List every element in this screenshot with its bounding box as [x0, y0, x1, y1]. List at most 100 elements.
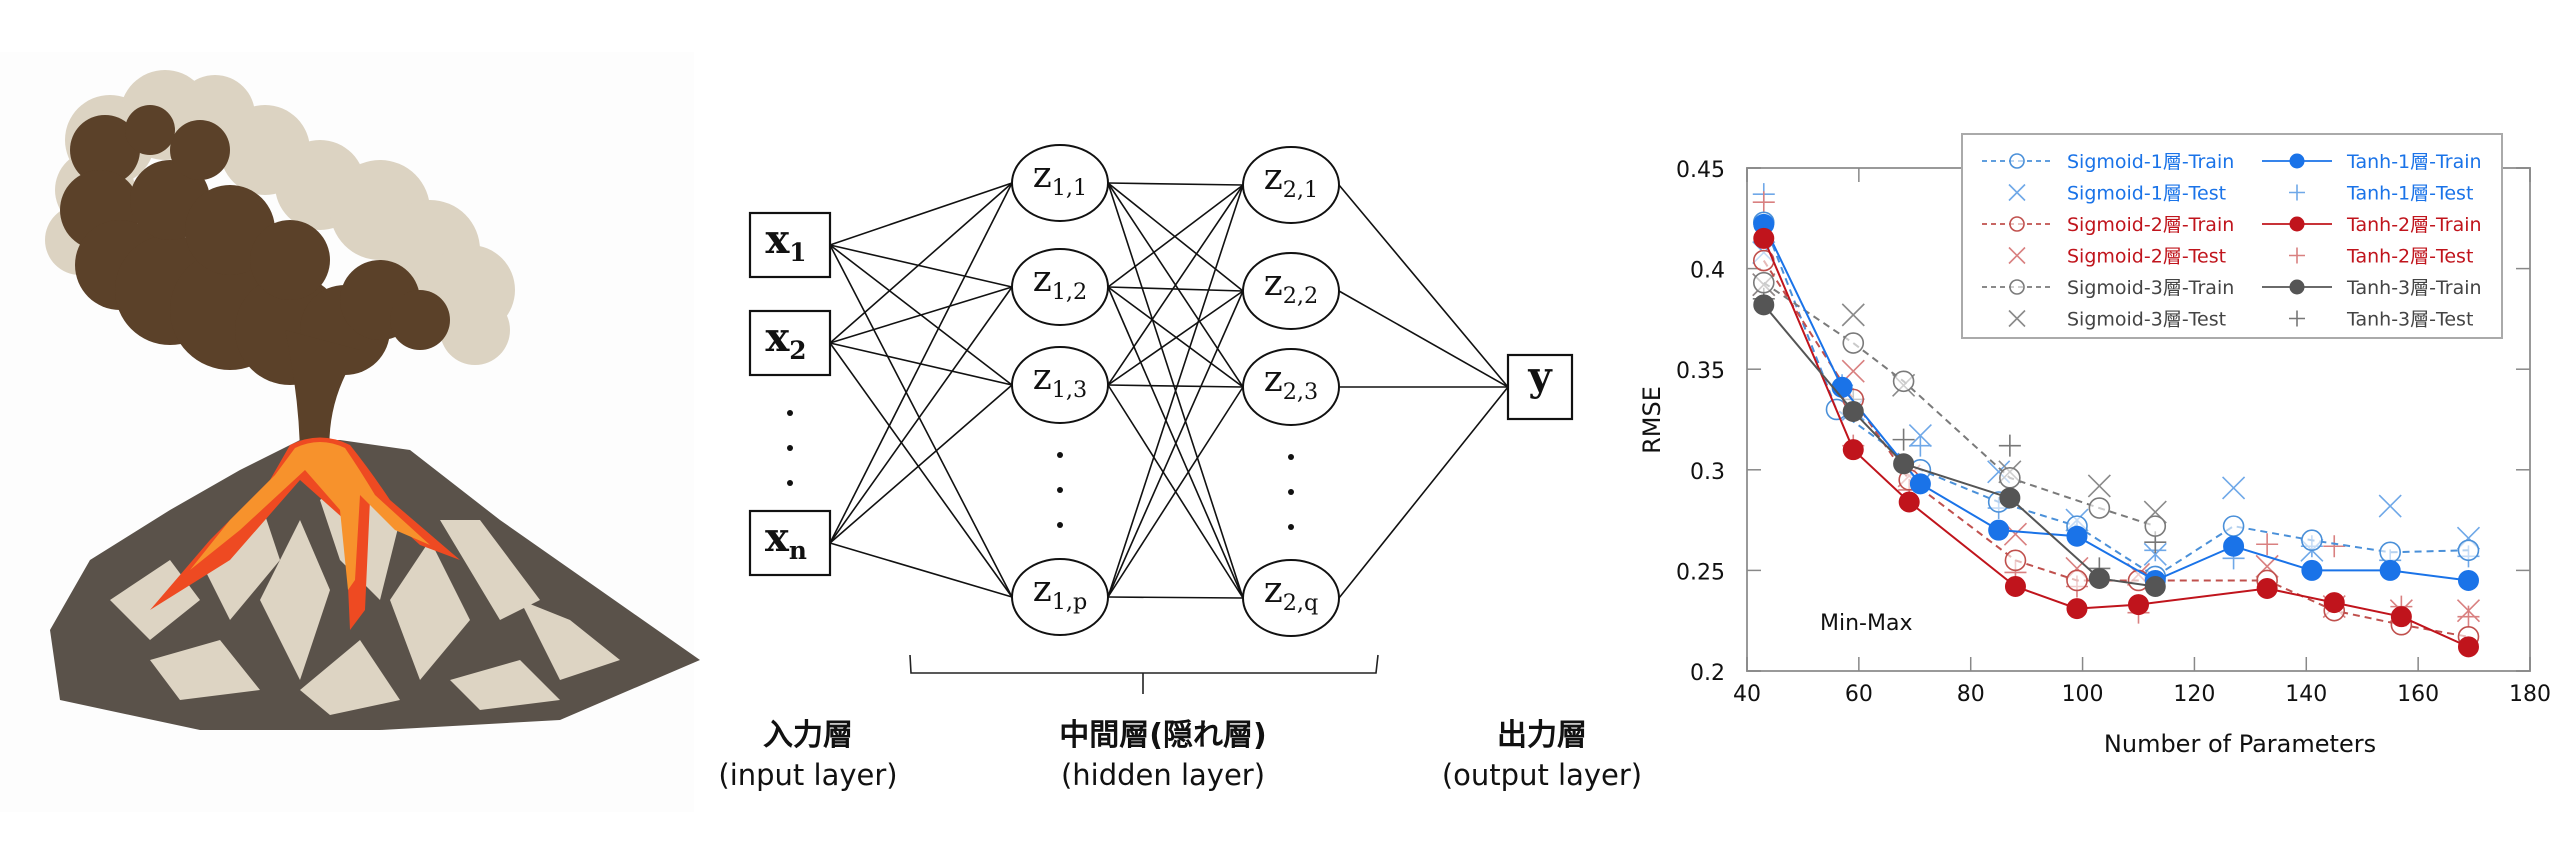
edge: [1338, 386, 1509, 599]
x-tick-label: 40: [1733, 682, 1761, 707]
legend-label: Sigmoid-3層-Train: [2067, 277, 2234, 299]
y-tick-label: 0.3: [1690, 460, 1725, 485]
legend-label: Sigmoid-2層-Test: [2067, 246, 2226, 268]
data-point: [1831, 376, 1853, 398]
network-svg: x1x2xnz1,1z1,2z1,3z1,pz2,1z2,2z2,3z2,qy …: [718, 144, 1642, 792]
edge: [829, 182, 1013, 246]
edge: [829, 244, 1013, 598]
data-point: [1999, 487, 2021, 509]
legend-label: Sigmoid-2層-Train: [2067, 214, 2234, 236]
series-line: [1762, 223, 2469, 582]
data-point: [2457, 605, 2480, 628]
edge: [1107, 184, 1244, 386]
ash-cloud-dark: [60, 105, 450, 460]
hidden2-node-2-2: z2,2: [1242, 252, 1340, 330]
y-axis-label: RMSE: [1638, 386, 1666, 454]
legend-label: Sigmoid-1層-Train: [2067, 151, 2234, 173]
legend-entry: Tanh-2層-Train: [2262, 214, 2482, 236]
input-ellipsis: [787, 410, 793, 486]
data-point: [2004, 549, 2027, 572]
y-tick-label: 0.2: [1690, 661, 1725, 686]
edge: [1107, 384, 1244, 388]
data-point: [2222, 515, 2245, 537]
legend-entry: Tanh-1層-Train: [2262, 151, 2482, 173]
input-node-1: x1: [748, 211, 832, 279]
edge: [1338, 184, 1509, 388]
legend-marker: [2009, 153, 2025, 169]
hidden-layer-caption-jp: 中間層(隠れ層): [1059, 718, 1266, 753]
legend-entry: Tanh-3層-Test: [2289, 309, 2473, 331]
legend-marker: [2289, 247, 2305, 264]
hidden1-node-1-1: z1,1: [1011, 144, 1109, 222]
node-label: z1,2: [1033, 259, 1087, 305]
legend-entry: Sigmoid-3層-Test: [2008, 309, 2226, 331]
data-point: [2378, 494, 2402, 518]
data-point: [2222, 476, 2246, 500]
x-tick-label: 160: [2397, 682, 2439, 707]
edge: [1107, 286, 1244, 292]
series-line: [1763, 281, 2156, 528]
hidden2-node-2-3: z2,3: [1242, 348, 1340, 426]
node-label: z1,1: [1033, 155, 1087, 201]
data-point: [2066, 598, 2088, 620]
data-point: [1909, 434, 1932, 457]
hidden-layer-caption-en: (hidden layer): [1061, 758, 1265, 792]
data-point: [2457, 569, 2479, 591]
legend-label: Tanh-2層-Train: [2346, 214, 2482, 236]
series-Sigmoid-3層-Train: [1752, 271, 2167, 537]
x-tick-label: 120: [2173, 682, 2215, 707]
data-point: [2256, 578, 2278, 600]
data-point: [1753, 227, 1775, 249]
edge: [1107, 596, 1244, 599]
series-line: [1762, 260, 2469, 638]
hidden1-node-1-2: z1,2: [1011, 248, 1109, 326]
edge: [829, 286, 1013, 344]
legend-entry: Sigmoid-1層-Train: [1982, 151, 2234, 173]
series-line: [1762, 238, 2469, 648]
x-tick-label: 100: [2062, 682, 2104, 707]
legend-marker: [2289, 310, 2305, 327]
edge: [829, 342, 1013, 598]
edge: [1107, 286, 1244, 388]
volcano-icon: [0, 52, 700, 812]
node-label: xn: [765, 514, 807, 565]
edge: [1107, 182, 1244, 186]
volcano-illustration: [0, 0, 740, 854]
node-label: z2,q: [1264, 570, 1319, 616]
data-point: [2256, 533, 2279, 556]
edge: [1107, 290, 1244, 386]
lava-flow: [150, 437, 460, 630]
edge: [1338, 290, 1509, 388]
ash-cloud-light: [45, 70, 515, 365]
edge: [829, 244, 1013, 288]
hidden1-node-1-p: z1,p: [1011, 558, 1109, 636]
hidden1-ellipsis: [1057, 452, 1063, 528]
y-tick-label: 0.4: [1690, 259, 1725, 284]
legend-entry: Sigmoid-2層-Train: [1982, 214, 2234, 236]
normalization-annotation: Min-Max: [1820, 611, 1912, 636]
y-axis: 0.20.250.30.350.40.45: [1676, 158, 2530, 686]
data-point: [1893, 453, 1915, 475]
legend-marker: [2289, 279, 2305, 295]
data-point: [1892, 428, 1915, 451]
node-label: x1: [765, 216, 806, 267]
node-label: z1,p: [1033, 569, 1088, 615]
series-layer: [1752, 183, 2481, 658]
data-point: [1753, 294, 1775, 316]
data-point: [2457, 636, 2479, 658]
series-line: [1762, 221, 2469, 578]
data-point: [2379, 541, 2401, 564]
node-label: y: [1527, 353, 1553, 400]
y-tick-label: 0.45: [1676, 158, 1725, 183]
edge: [1107, 386, 1244, 598]
data-point: [2301, 559, 2323, 581]
edge: [829, 542, 1013, 598]
data-point: [2088, 567, 2110, 589]
output-layer-caption-en: (output layer): [1442, 758, 1642, 792]
legend-label: Tanh-1層-Train: [2346, 151, 2482, 173]
input-node-n: xn: [748, 509, 832, 577]
data-point: [1909, 473, 1931, 495]
